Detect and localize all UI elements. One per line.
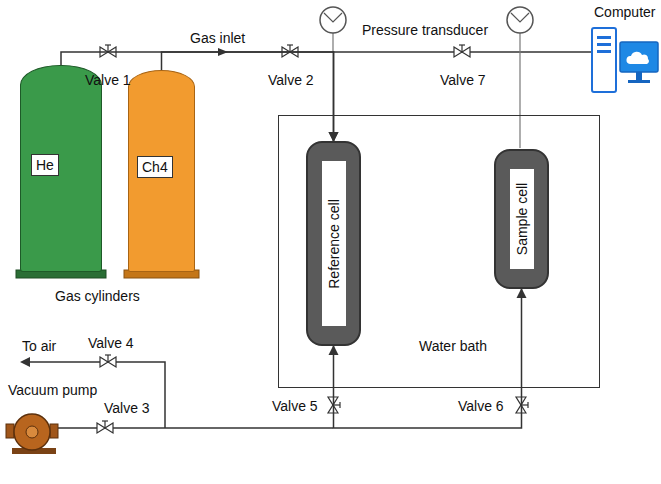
part-label: Valve 7 (440, 72, 486, 88)
part-label: Valve 3 (104, 400, 150, 416)
cell-label: Sample cell (514, 183, 530, 255)
pressure-gauge (320, 7, 346, 33)
sample-cell: Sample cell (494, 149, 549, 289)
cylinder-label: Ch4 (142, 159, 168, 175)
gauge-dial (320, 7, 346, 33)
part-label: Vacuum pump (8, 382, 97, 398)
cell-label: Reference cell (326, 199, 342, 289)
part-label: Valve 4 (88, 335, 134, 351)
reference-cell: Reference cell (306, 141, 361, 346)
bath-label: Water bath (419, 338, 487, 354)
gauge-needle (324, 13, 342, 22)
part-label: Computer (594, 4, 655, 20)
pressure-gauge (507, 7, 533, 33)
computer-monitor (620, 42, 658, 72)
part-label: To air (22, 338, 56, 354)
valve-symbol (100, 45, 116, 57)
vacuum-line (50, 427, 333, 429)
gas-cylinder: Ch4 (128, 70, 195, 272)
part-label: Gas cylinders (55, 288, 140, 304)
label-plate: He (31, 154, 59, 176)
part-label: Valve 6 (458, 398, 504, 414)
computer-tower (592, 28, 616, 92)
drive-slot (597, 50, 611, 53)
cylinder-label: He (36, 157, 54, 173)
valve-symbol (97, 421, 113, 433)
pump-flange (50, 424, 58, 438)
pump-body (14, 414, 50, 450)
computer-icon (592, 28, 658, 92)
label-plate: Sample cell (510, 169, 534, 269)
part-label: Valve 1 (85, 72, 131, 88)
pipe-connector (334, 289, 522, 428)
vacuum-pump (6, 414, 58, 454)
valve-symbol (454, 45, 470, 57)
label-plate: Reference cell (322, 161, 346, 326)
gauge-dial (507, 7, 533, 33)
drive-slot (597, 36, 611, 39)
drive-slot (597, 43, 611, 46)
valve-symbol (282, 45, 298, 57)
label-plate: Ch4 (137, 156, 173, 178)
monitor-stand (636, 72, 642, 80)
part-label: Pressure transducer (362, 22, 488, 38)
gauge-stem (519, 33, 520, 148)
vent-arrow (20, 357, 30, 367)
gauge-stem (332, 33, 333, 52)
gauge-needle (511, 13, 529, 22)
water-bath: Water bath Reference cell Sample cell (278, 115, 600, 388)
gas-cylinder: He (20, 65, 102, 272)
part-label: Valve 5 (272, 398, 318, 414)
pump-flange (6, 424, 14, 438)
pump-hub (26, 426, 38, 438)
part-label: Valve 2 (268, 72, 314, 88)
part-label: Gas inlet (190, 30, 245, 46)
cloud-icon (626, 52, 648, 64)
monitor-stand (628, 80, 650, 83)
valve-symbol (100, 355, 116, 367)
